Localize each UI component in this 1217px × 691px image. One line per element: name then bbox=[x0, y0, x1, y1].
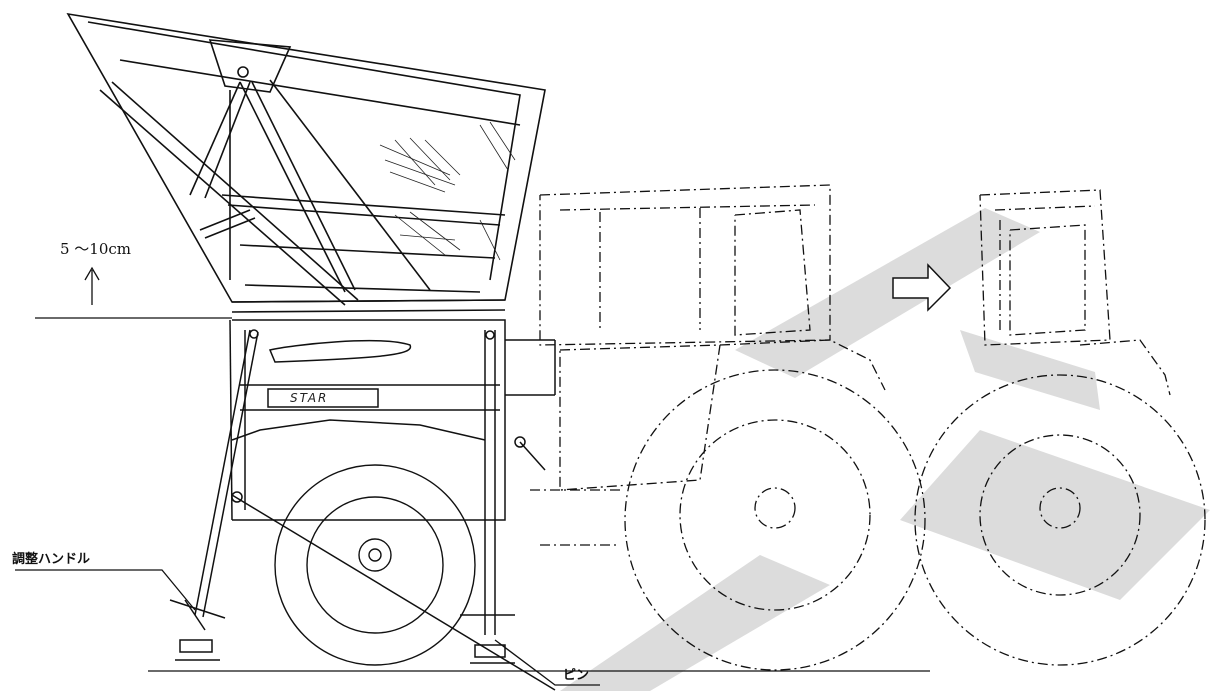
mesh-hatching bbox=[379, 121, 516, 261]
leader-lines bbox=[15, 569, 600, 686]
right-arrow-icon bbox=[892, 263, 952, 312]
trailer-wheel bbox=[274, 464, 476, 666]
hopper-frame bbox=[66, 12, 546, 313]
brand-text: STAR bbox=[290, 391, 328, 405]
up-arrow-icon bbox=[84, 266, 100, 305]
tractor-outline-right bbox=[914, 189, 1206, 666]
tractor-outline bbox=[530, 184, 926, 671]
pin-label: ピン bbox=[563, 668, 590, 683]
adjust-handle-label: 調整ハンドル bbox=[12, 552, 91, 567]
watermark bbox=[560, 208, 1210, 691]
spreader-body bbox=[229, 319, 556, 521]
support-legs bbox=[169, 329, 556, 691]
ground-lines bbox=[35, 317, 930, 672]
lift-range-label: 5 ～10cm bbox=[60, 240, 132, 258]
